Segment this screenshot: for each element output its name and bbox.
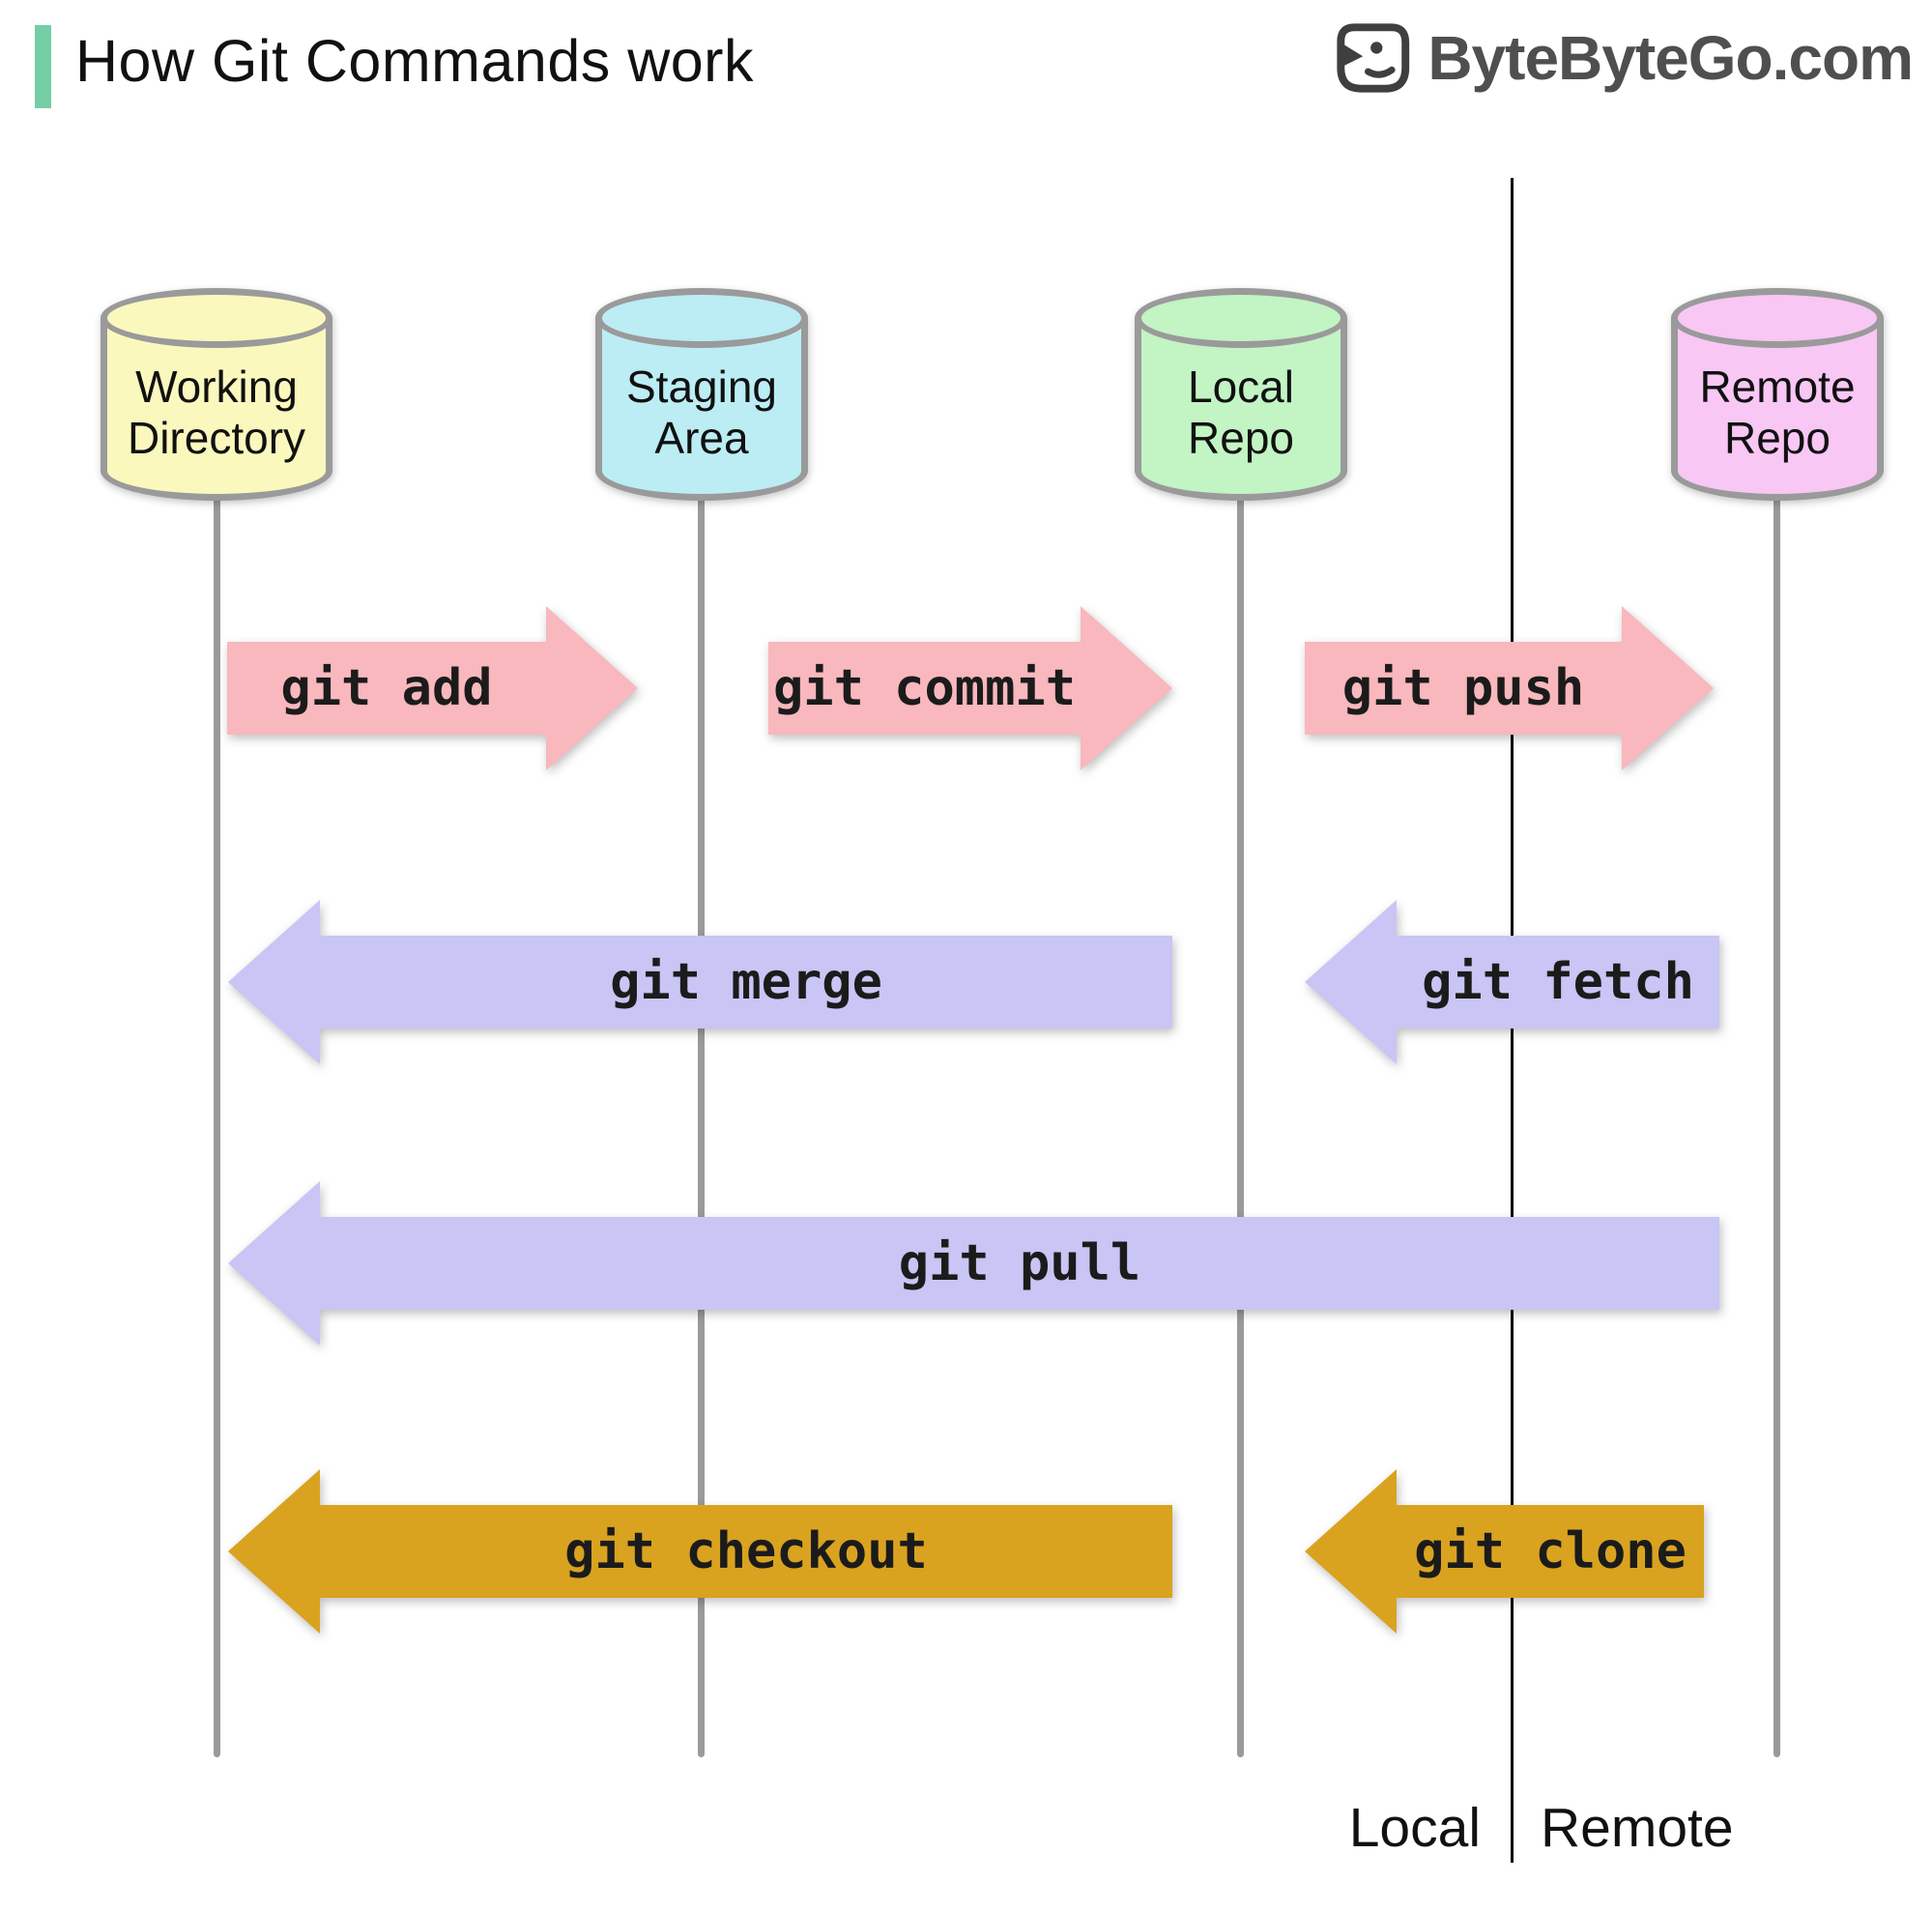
cylinder-top: [1135, 288, 1347, 348]
cylinder-top: [101, 288, 332, 348]
arrow-git-pull: git pull: [228, 1181, 1719, 1346]
lifeline-local-repo: [1237, 495, 1244, 1757]
title-accent-bar: [35, 25, 51, 108]
node-label: Working Directory: [127, 361, 306, 463]
legend-remote-label: Remote: [1541, 1797, 1734, 1859]
arrow-label: git merge: [610, 953, 882, 1011]
arrow-git-add: git add: [227, 606, 638, 770]
arrow-git-merge: git merge: [228, 900, 1172, 1064]
page-title: How Git Commands work: [75, 28, 754, 94]
arrow-git-fetch: git fetch: [1305, 900, 1719, 1064]
arrow-git-clone: git clone: [1305, 1469, 1704, 1634]
lifeline-remote-repo: [1773, 495, 1780, 1757]
legend-local-label: Local: [1348, 1797, 1481, 1859]
arrow-git-push: git push: [1305, 606, 1714, 770]
arrow-label: git commit: [772, 659, 1077, 717]
arrow-git-checkout: git checkout: [228, 1469, 1172, 1634]
cylinder-top: [595, 288, 808, 348]
bytebytego-bird-icon: [1329, 15, 1414, 101]
cylinder-body: [595, 317, 808, 472]
node-label: Remote Repo: [1699, 361, 1856, 463]
cylinder-top: [1671, 288, 1884, 348]
node-label: Staging Area: [625, 361, 777, 463]
node-staging-area: Staging Area: [595, 288, 808, 501]
arrow-label: git fetch: [1422, 953, 1694, 1011]
node-local-repo: Local Repo: [1135, 288, 1347, 501]
node-working-directory: Working Directory: [101, 288, 332, 501]
lifeline-staging-area: [698, 495, 705, 1757]
arrow-label: git checkout: [564, 1522, 928, 1580]
arrow-git-commit: git commit: [768, 606, 1172, 770]
node-label: Local Repo: [1188, 361, 1294, 463]
bytebytego-logo: ByteByteGo.com: [1329, 15, 1914, 101]
arrow-label: git clone: [1414, 1522, 1687, 1580]
bytebytego-logo-text: ByteByteGo.com: [1427, 23, 1914, 93]
node-remote-repo: Remote Repo: [1671, 288, 1884, 501]
arrow-label: git push: [1341, 659, 1585, 717]
arrow-label: git pull: [898, 1234, 1141, 1292]
lifeline-working-directory: [214, 495, 220, 1757]
arrow-label: git add: [280, 659, 493, 717]
